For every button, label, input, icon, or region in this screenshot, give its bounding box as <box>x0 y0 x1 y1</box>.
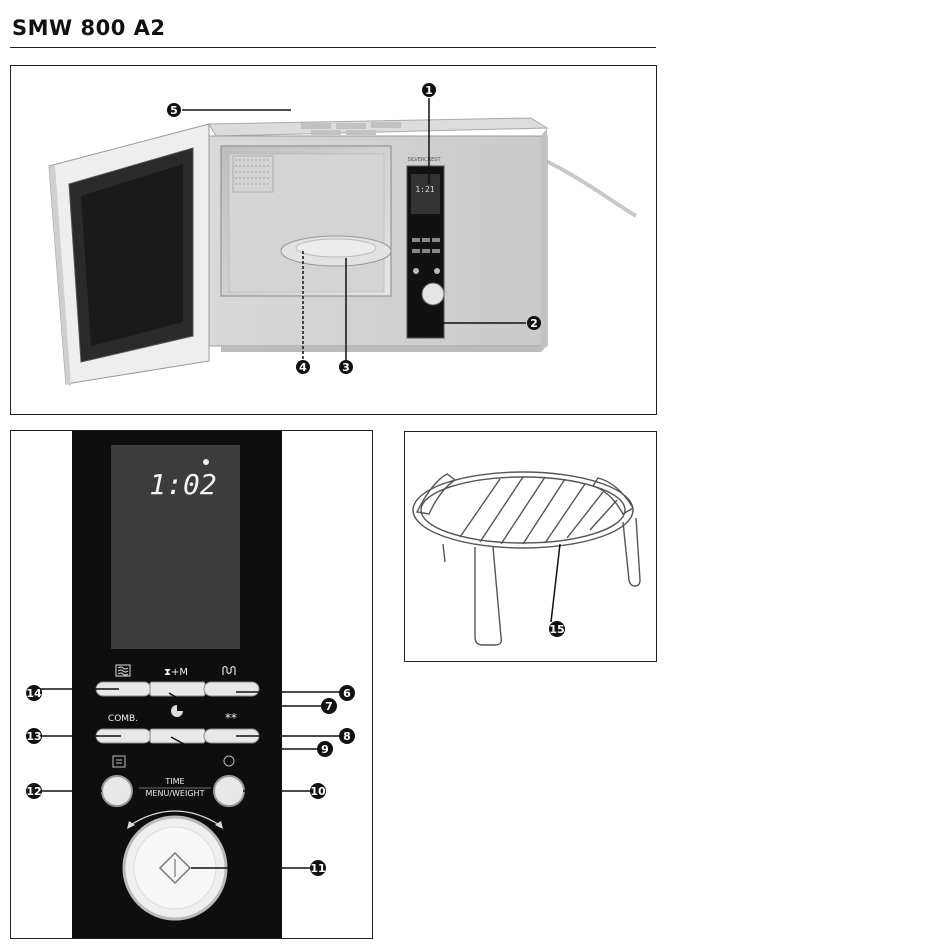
start-diamond-icon <box>158 851 192 885</box>
callout-14: 14 <box>26 687 42 700</box>
grill-button[interactable] <box>203 681 260 697</box>
brand-label: SILVERCREST <box>407 157 441 163</box>
callout-7: 7 <box>325 700 333 713</box>
small-display-readout: 1:21 <box>415 185 434 194</box>
small-dial <box>421 282 445 306</box>
callout-1: 1 <box>425 84 433 97</box>
power-cable <box>545 159 638 218</box>
callout-6: 6 <box>343 687 351 700</box>
combi-label: COMB. <box>108 714 138 724</box>
callout-2: 2 <box>530 317 538 330</box>
callout-15: 15 <box>549 623 564 636</box>
display-screen <box>111 445 240 649</box>
timer-memory-button[interactable] <box>149 681 206 697</box>
grill-rack <box>412 471 641 646</box>
callout-13: 13 <box>26 730 41 743</box>
callout-8: 8 <box>343 730 351 743</box>
title-rule <box>10 47 656 48</box>
display-clock-dot-icon <box>203 459 209 465</box>
menu-weight-label: MENU/WEIGHT <box>146 789 205 798</box>
top-vents <box>301 122 401 135</box>
clock-icon <box>171 705 183 717</box>
callout-9: 9 <box>321 743 329 756</box>
stop-cancel-button[interactable] <box>101 775 133 807</box>
express-start-button[interactable] <box>213 775 245 807</box>
callout-11: 11 <box>310 862 325 875</box>
microwave-wave-icon <box>115 664 131 677</box>
defrost-label: ** <box>225 711 237 725</box>
stop-icon <box>112 755 126 768</box>
callout-3: 3 <box>342 361 350 374</box>
timer-memory-label: ⧗+M <box>164 667 188 678</box>
page-title: SMW 800 A2 <box>12 16 166 40</box>
rotate-arrows-icon <box>128 810 222 827</box>
grill-rack-figure: 15 <box>404 431 657 662</box>
control-panel-figure: 1:02 ⧗+M COMB. ** TIME MENU/WEIGHT 14 6 <box>10 430 373 939</box>
callout-12: 12 <box>26 785 41 798</box>
time-label: TIME <box>164 777 184 786</box>
display-time: 1:02 <box>149 468 216 501</box>
start-quick-icon <box>223 755 235 767</box>
microwave-overview-figure: 1:21 SILVERCREST 5 1 2 4 3 <box>10 65 657 415</box>
grill-icon <box>222 665 236 675</box>
cavity-vent-icon <box>232 155 274 193</box>
callout-10: 10 <box>310 785 326 798</box>
callout-5: 5 <box>170 104 178 117</box>
callout-4: 4 <box>299 361 307 374</box>
